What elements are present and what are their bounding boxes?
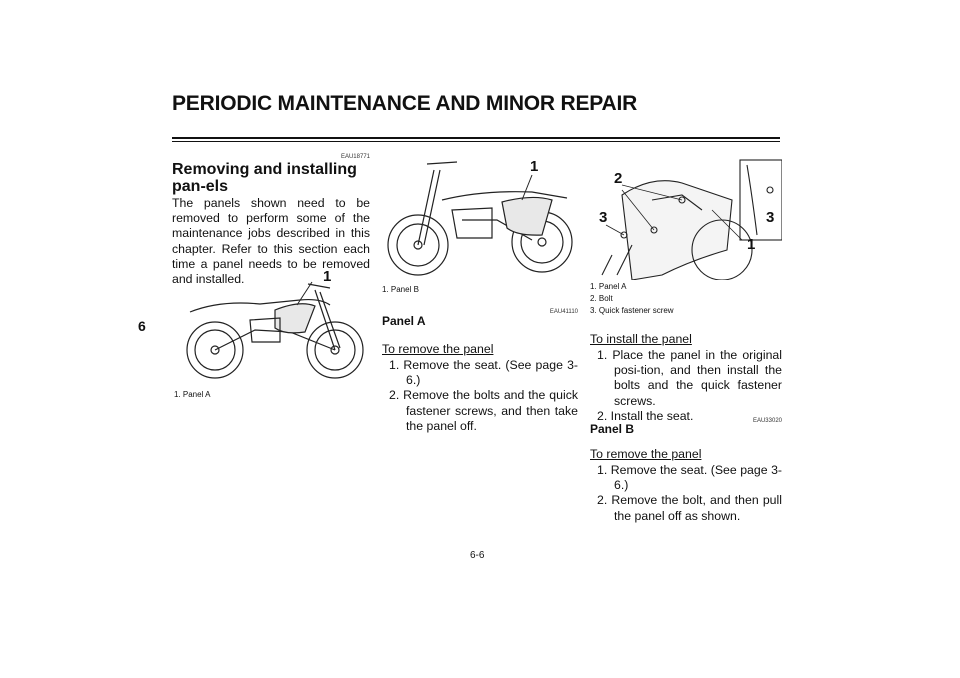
figure-captions: 1. Panel A 2. Bolt 3. Quick fastener scr…: [590, 281, 674, 317]
subsection-heading: Panel A: [382, 314, 426, 328]
header-rule-thin: [172, 141, 780, 142]
procedure-heading: To install the panel: [590, 332, 692, 346]
header-rule: [172, 137, 780, 139]
step: 2. Remove the bolts and the quick fasten…: [389, 388, 578, 433]
callout-panel: 1: [747, 236, 756, 253]
page-number: 6-6: [470, 550, 485, 561]
page-title: PERIODIC MAINTENANCE AND MINOR REPAIR: [172, 92, 638, 115]
caption: 1. Panel A: [590, 282, 627, 291]
callout-screw-detail: 3: [766, 209, 775, 226]
step: 1. Place the panel in the original posi-…: [597, 348, 782, 408]
procedure-steps: 1. Remove the seat. (See page 3-6.) 2. R…: [389, 358, 578, 434]
caption: 3. Quick fastener screw: [590, 306, 674, 315]
procedure-heading: To remove the panel: [590, 447, 702, 461]
callout-screw: 3: [599, 209, 608, 226]
chapter-tab: 6: [138, 318, 146, 334]
figure-caption: 1. Panel A: [174, 390, 211, 399]
reference-code: EAU41110: [549, 309, 578, 315]
figure-caption: 1. Panel B: [382, 285, 419, 294]
motorcycle-illustration-panel-b: [387, 161, 573, 276]
caption: 2. Bolt: [590, 294, 613, 303]
callout-bolt: 2: [614, 170, 623, 187]
reference-code: EAU18771: [340, 154, 370, 160]
motorcycle-illustration-panel-a: [186, 281, 364, 379]
step: 1. Remove the seat. (See page 3-6.): [389, 358, 578, 388]
step: 2. Install the seat.: [597, 408, 694, 423]
subsection-heading: Panel B: [590, 422, 635, 436]
procedure-heading: To remove the panel: [382, 342, 494, 356]
figure-callout: 1: [530, 158, 539, 175]
step: 1. Remove the seat. (See page 3-6.): [597, 463, 782, 493]
intro-text: The panels shown need to be removed to p…: [172, 196, 370, 287]
figure-callout: 1: [323, 268, 332, 285]
install-steps: 1. Place the panel in the original posi-…: [597, 348, 782, 424]
remove-steps: 1. Remove the seat. (See page 3-6.) 2. R…: [597, 463, 782, 524]
section-heading: Removing and installing pan-els: [172, 161, 357, 195]
panel-detail-illustration: [601, 159, 782, 280]
reference-code: EAU33020: [752, 418, 782, 424]
step: 2. Remove the bolt, and then pull the pa…: [597, 493, 782, 523]
